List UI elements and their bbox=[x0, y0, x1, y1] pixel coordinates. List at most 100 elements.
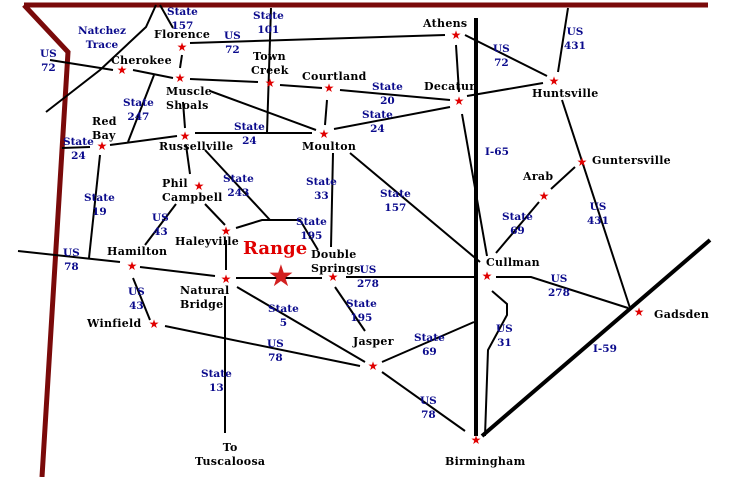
city-star-cullman: ★ bbox=[481, 269, 493, 283]
muscle-moulton-road bbox=[209, 90, 317, 131]
city-star-red-bay: ★ bbox=[96, 139, 108, 153]
towncreek-courtland-road bbox=[279, 84, 323, 89]
us43-n-road bbox=[144, 203, 177, 246]
phil-haleyville-road bbox=[204, 203, 226, 226]
florence-muscle-road bbox=[179, 54, 183, 69]
city-star-guntersville: ★ bbox=[576, 155, 588, 169]
city-star-russellville: ★ bbox=[179, 129, 191, 143]
state195-s-road bbox=[334, 286, 366, 332]
decatur-cullman-road bbox=[461, 113, 488, 257]
city-star-double-springs: ★ bbox=[327, 270, 339, 284]
state24-e-road bbox=[333, 106, 451, 130]
us78-w-road bbox=[17, 250, 121, 263]
city-star-phil-campbell: ★ bbox=[193, 179, 205, 193]
state-border-west bbox=[22, 3, 71, 477]
city-label-jasper: Jasper bbox=[353, 335, 394, 348]
us31-road bbox=[484, 290, 508, 437]
city-label-athens: Athens bbox=[423, 17, 468, 30]
range-location-star: ★ bbox=[267, 259, 295, 294]
state20-road bbox=[339, 89, 451, 101]
us431-s-road bbox=[561, 99, 631, 309]
city-label-cherokee: Cherokee bbox=[111, 54, 172, 67]
state69-n-road bbox=[495, 201, 540, 254]
route-label-i-65: I-65 bbox=[485, 146, 509, 158]
i59-road bbox=[480, 238, 712, 438]
city-label-hamilton: Hamilton bbox=[107, 245, 168, 258]
city-label-russellville: Russellville bbox=[159, 140, 234, 153]
city-star-decatur: ★ bbox=[453, 94, 465, 108]
state33-road bbox=[330, 152, 334, 248]
city-label-florence: Florence bbox=[154, 28, 211, 41]
us431-n-road bbox=[557, 7, 569, 73]
city-star-cherokee: ★ bbox=[116, 63, 128, 77]
city-star-jasper: ★ bbox=[367, 359, 379, 373]
athens-decatur-road bbox=[455, 44, 460, 93]
state24-w-road bbox=[109, 135, 178, 146]
state247-road bbox=[127, 74, 155, 143]
state157-n-road bbox=[159, 4, 174, 29]
city-star-athens: ★ bbox=[450, 28, 462, 42]
city-label-haleyville: Haleyville bbox=[175, 235, 240, 248]
muscle-towncreek-road bbox=[189, 78, 259, 83]
city-label-cullman: Cullman bbox=[486, 256, 540, 269]
city-star-florence: ★ bbox=[176, 40, 188, 54]
city-star-haleyville: ★ bbox=[220, 224, 232, 238]
us78-c-road bbox=[164, 325, 361, 367]
us78-s-road bbox=[381, 371, 466, 432]
city-label-birmingham: Birmingham bbox=[445, 455, 526, 468]
city-star-huntsville: ★ bbox=[548, 74, 560, 88]
us72-w-road bbox=[49, 59, 114, 71]
us43-s-road bbox=[132, 277, 151, 321]
city-star-hamilton: ★ bbox=[126, 259, 138, 273]
state19-road bbox=[88, 154, 101, 259]
us72-e-road bbox=[464, 34, 548, 77]
city-star-natural-bridge: ★ bbox=[220, 272, 232, 286]
state157-s-road bbox=[349, 152, 481, 263]
red-bay-w-road bbox=[61, 146, 91, 149]
city-label-huntsville: Huntsville bbox=[532, 87, 599, 100]
hamilton-natural-road bbox=[139, 266, 216, 277]
city-label-courtland: Courtland bbox=[302, 70, 367, 83]
city-label-decatur: Decatur bbox=[424, 80, 476, 93]
range-label: Range bbox=[243, 238, 308, 259]
city-label-arab: Arab bbox=[523, 170, 554, 183]
route-label-i-59: I-59 bbox=[593, 343, 617, 355]
city-label-winfield: Winfield bbox=[87, 317, 142, 330]
city-star-moulton: ★ bbox=[318, 127, 330, 141]
city-label-guntersville: Guntersville bbox=[592, 154, 671, 167]
state5-road bbox=[236, 286, 366, 363]
city-label-gadsden: Gadsden bbox=[654, 308, 710, 321]
russellville-phil-road bbox=[185, 144, 191, 175]
state195-n-road bbox=[235, 219, 319, 251]
city-star-muscle-shoals: ★ bbox=[174, 71, 186, 85]
natchez-trace-road bbox=[45, 4, 157, 113]
courtland-moulton-road bbox=[324, 99, 328, 126]
